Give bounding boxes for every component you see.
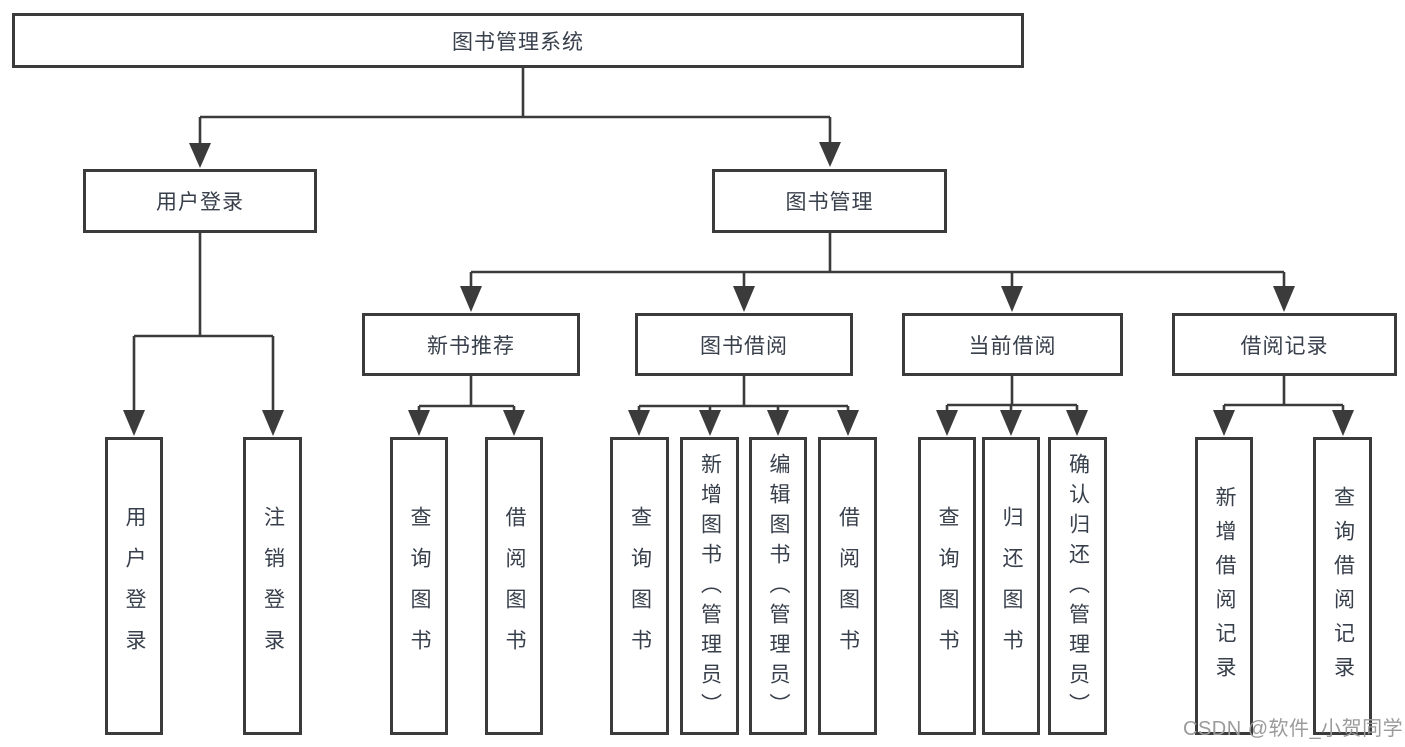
node-root: 图书管理系统 — [12, 13, 1024, 68]
node-book-borrow: 图书借阅 — [635, 313, 853, 376]
leaf-query-books-2: 查询图书 — [610, 437, 669, 735]
leaf-borrow-books-2: 借阅图书 — [818, 437, 877, 735]
node-borrow-records: 借阅记录 — [1172, 313, 1397, 376]
leaf-borrow-books-1-label: 借阅图书 — [503, 506, 526, 670]
leaf-query-books-3-label: 查询图书 — [936, 506, 959, 670]
leaf-return-book-label: 归还图书 — [1000, 506, 1023, 670]
leaf-add-borrow-record-label: 新增借阅记录 — [1213, 486, 1236, 690]
csdn-watermark: CSDN @软件_小贺同学 — [1183, 718, 1404, 740]
leaf-query-books-2-label: 查询图书 — [628, 506, 652, 670]
leaf-add-book-admin-label: 新增图书（管理员） — [698, 453, 722, 723]
leaf-borrow-books-1: 借阅图书 — [485, 437, 543, 735]
node-new-book-recommend: 新书推荐 — [362, 313, 580, 376]
leaf-user-login: 用户登录 — [105, 437, 163, 735]
node-user-login: 用户登录 — [83, 169, 317, 233]
leaf-edit-book-admin: 编辑图书（管理员） — [749, 437, 807, 735]
leaf-query-books-1-label: 查询图书 — [408, 506, 431, 670]
node-current-borrow: 当前借阅 — [902, 313, 1123, 376]
arrowheads — [123, 142, 1354, 436]
leaf-add-borrow-record: 新增借阅记录 — [1195, 437, 1253, 735]
leaf-logout: 注销登录 — [243, 437, 302, 735]
leaf-confirm-return-admin: 确认归还（管理员） — [1048, 437, 1107, 735]
node-book-management: 图书管理 — [712, 169, 947, 233]
leaf-return-book: 归还图书 — [982, 437, 1040, 735]
leaf-query-books-3: 查询图书 — [918, 437, 976, 735]
leaf-confirm-return-admin-label: 确认归还（管理员） — [1066, 453, 1090, 723]
leaf-edit-book-admin-label: 编辑图书（管理员） — [767, 453, 790, 723]
leaf-borrow-books-2-label: 借阅图书 — [836, 506, 860, 670]
leaf-add-book-admin: 新增图书（管理员） — [680, 437, 739, 735]
connector-edges — [132, 68, 1345, 412]
leaf-query-books-1: 查询图书 — [390, 437, 448, 735]
leaf-logout-label: 注销登录 — [261, 506, 285, 670]
leaf-user-login-label: 用户登录 — [123, 506, 146, 670]
leaf-query-borrow-record: 查询借阅记录 — [1313, 437, 1372, 735]
leaf-query-borrow-record-label: 查询借阅记录 — [1331, 486, 1355, 690]
